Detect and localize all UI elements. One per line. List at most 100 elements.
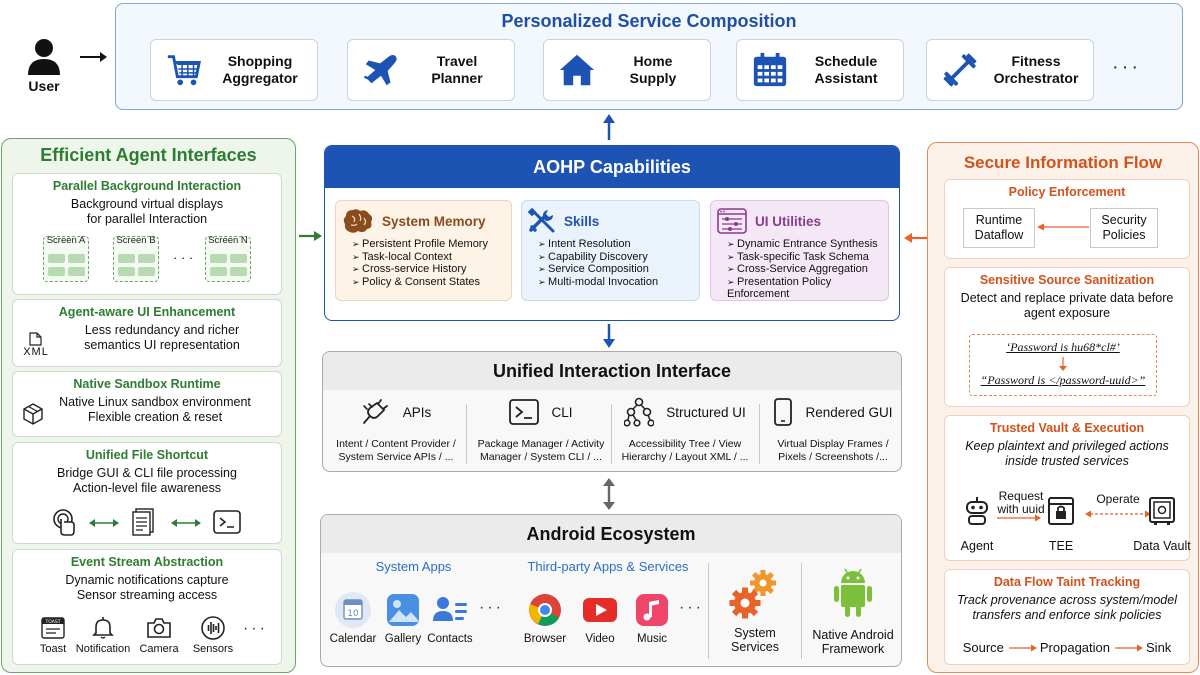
shopping-cart-icon	[167, 55, 201, 86]
uii-col-desc: Intent / Content Provider / System Servi…	[336, 438, 456, 463]
more-system-apps-ellipsis: ···	[479, 599, 504, 616]
agent-node: Agent	[959, 496, 995, 553]
event-label: Sensors	[192, 643, 234, 655]
robot-icon	[966, 497, 988, 525]
system-apps-label: System Apps	[375, 559, 452, 574]
unified-interaction-interface-panel: Unified Interaction Interface APIs Inten…	[322, 351, 902, 472]
more-services-ellipsis: ···	[1112, 56, 1141, 78]
request-label: Request with uuid	[997, 489, 1045, 516]
music-app-icon	[636, 594, 668, 626]
uii-col-desc: Virtual Display Frames / Pixels / Screen…	[777, 438, 889, 463]
native-sandbox-runtime-box: Native Sandbox Runtime Native Linux sand…	[12, 371, 282, 437]
terminal-icon	[509, 399, 540, 425]
system-services-label: System Services	[731, 626, 779, 654]
user-label: User	[28, 78, 60, 94]
virtual-screen-n: Screen N	[205, 235, 251, 282]
event-label: Notification	[75, 643, 131, 655]
skills-card: Skills Intent Resolution Capability Disc…	[521, 200, 700, 301]
app-music[interactable]: Music	[624, 591, 680, 645]
video-app-icon	[583, 598, 617, 622]
uii-structured-ui-header: Structured UI	[615, 396, 755, 428]
aohp-title: AOHP Capabilities	[325, 146, 899, 188]
brain-icon	[343, 209, 373, 233]
uii-col-title: Rendered GUI	[805, 404, 893, 420]
camera-icon	[147, 618, 171, 638]
file-document-icon	[132, 508, 154, 536]
tee-node: TEE	[1043, 496, 1079, 553]
secure-information-flow-panel: Secure Information Flow Policy Enforceme…	[927, 142, 1199, 673]
system-services: System Services	[717, 567, 793, 654]
app-video[interactable]: Video	[572, 591, 628, 645]
more-third-party-ellipsis: ···	[679, 599, 704, 616]
uii-col-title: Structured UI	[666, 404, 746, 420]
capability-item: Service Composition	[538, 263, 699, 276]
touch-icon	[53, 509, 75, 536]
event-stream-abstraction-box: Event Stream Abstraction Dynamic notific…	[12, 549, 282, 665]
parallel-title: Parallel Background Interaction	[52, 179, 242, 193]
parallel-background-interaction-box: Parallel Background Interaction Backgrou…	[12, 173, 282, 295]
app-browser[interactable]: Browser	[517, 591, 573, 645]
capability-item: Dynamic Entrance Synthesis	[727, 238, 888, 251]
efficient-agent-interfaces-panel: Efficient Agent Interfaces Parallel Back…	[1, 138, 296, 673]
arrow-aohp-to-composition	[603, 114, 615, 140]
app-calendar[interactable]: 10 Calendar	[325, 591, 381, 645]
data-flow-taint-tracking-box: Data Flow Taint Tracking Track provenanc…	[944, 569, 1190, 665]
file-body: Bridge GUI & CLI file processing Action-…	[57, 466, 237, 495]
operate-arrow	[1085, 510, 1151, 518]
left-panel-title: Efficient Agent Interfaces	[40, 145, 257, 165]
arrow-uii-android	[603, 478, 615, 510]
policy-enforcement-box: Policy Enforcement Runtime Dataflow Secu…	[944, 179, 1190, 259]
agent-aware-ui-enhancement-box: Agent-aware UI Enhancement Less redundan…	[12, 299, 282, 367]
browser-app-icon	[528, 594, 561, 626]
uii-cli: CLI Package Manager / Activity Manager /…	[471, 396, 611, 470]
dumbbell-icon	[943, 53, 977, 87]
sensitive-source-sanitization-box: Sensitive Source Sanitization Detect and…	[944, 267, 1190, 407]
capability-item: Policy & Consent States	[352, 276, 511, 289]
event-body: Dynamic notifications capture Sensor str…	[65, 573, 229, 602]
service-schedule-assistant[interactable]: Schedule Assistant	[736, 39, 904, 101]
ui-settings-icon	[717, 208, 747, 234]
sensor-waveform-icon	[201, 616, 225, 640]
native-android-framework: Native Android Framework	[805, 567, 901, 656]
contacts-app-icon	[433, 597, 467, 621]
capability-item: Capability Discovery	[538, 251, 699, 264]
uii-col-title: CLI	[551, 404, 573, 420]
service-composition-panel: Personalized Service Composition Shoppin…	[115, 3, 1183, 110]
service-travel-planner[interactable]: Travel Planner	[347, 39, 515, 101]
uii-col-desc: Package Manager / Activity Manager / Sys…	[477, 438, 605, 463]
tee-window-lock-icon	[1048, 497, 1074, 525]
uii-apis-header: APIs	[326, 396, 466, 428]
security-policies-box: Security Policies	[1090, 208, 1158, 248]
operate-label: Operate	[1096, 492, 1140, 506]
service-home-supply[interactable]: Home Supply	[543, 39, 711, 101]
event-title: Event Stream Abstraction	[70, 555, 224, 569]
sanitize-title: Sensitive Source Sanitization	[979, 273, 1155, 287]
ui-enh-body: Less redundancy and richer semantics UI …	[84, 323, 240, 352]
parallel-body: Background virtual displays for parallel…	[70, 197, 224, 226]
skills-list: Intent Resolution Capability Discovery S…	[522, 238, 699, 288]
uii-separator	[466, 404, 467, 464]
taint-arrow	[1115, 644, 1144, 651]
arrow-aohp-to-uii	[603, 324, 615, 348]
xml-file-icon: XML	[21, 332, 51, 358]
sanitize-down-arrow	[1059, 357, 1067, 371]
sanitize-body: Detect and replace private data before a…	[960, 291, 1174, 320]
service-fitness-orchestrator[interactable]: Fitness Orchestrator	[926, 39, 1094, 101]
system-memory-title: System Memory	[382, 213, 486, 229]
home-icon	[559, 54, 595, 86]
taint-title: Data Flow Taint Tracking	[993, 575, 1141, 589]
trusted-vault-execution-box: Trusted Vault & Execution Keep plaintext…	[944, 415, 1191, 561]
service-label: Schedule Assistant	[814, 53, 878, 86]
screen-label: Screen B	[116, 235, 156, 246]
app-contacts[interactable]: Contacts	[422, 591, 478, 645]
service-shopping-aggregator[interactable]: Shopping Aggregator	[150, 39, 318, 101]
uii-cli-header: CLI	[471, 396, 611, 428]
user-icon	[28, 39, 60, 75]
app-gallery[interactable]: Gallery	[375, 591, 431, 645]
vault-title: Trusted Vault & Execution	[989, 421, 1145, 435]
service-label: Shopping Aggregator	[222, 53, 298, 86]
request-arrow	[997, 514, 1041, 522]
more-events-ellipsis: ···	[243, 620, 268, 637]
event-label: Toast	[39, 643, 67, 655]
system-memory-card: System Memory Persistent Profile Memory …	[335, 200, 512, 301]
